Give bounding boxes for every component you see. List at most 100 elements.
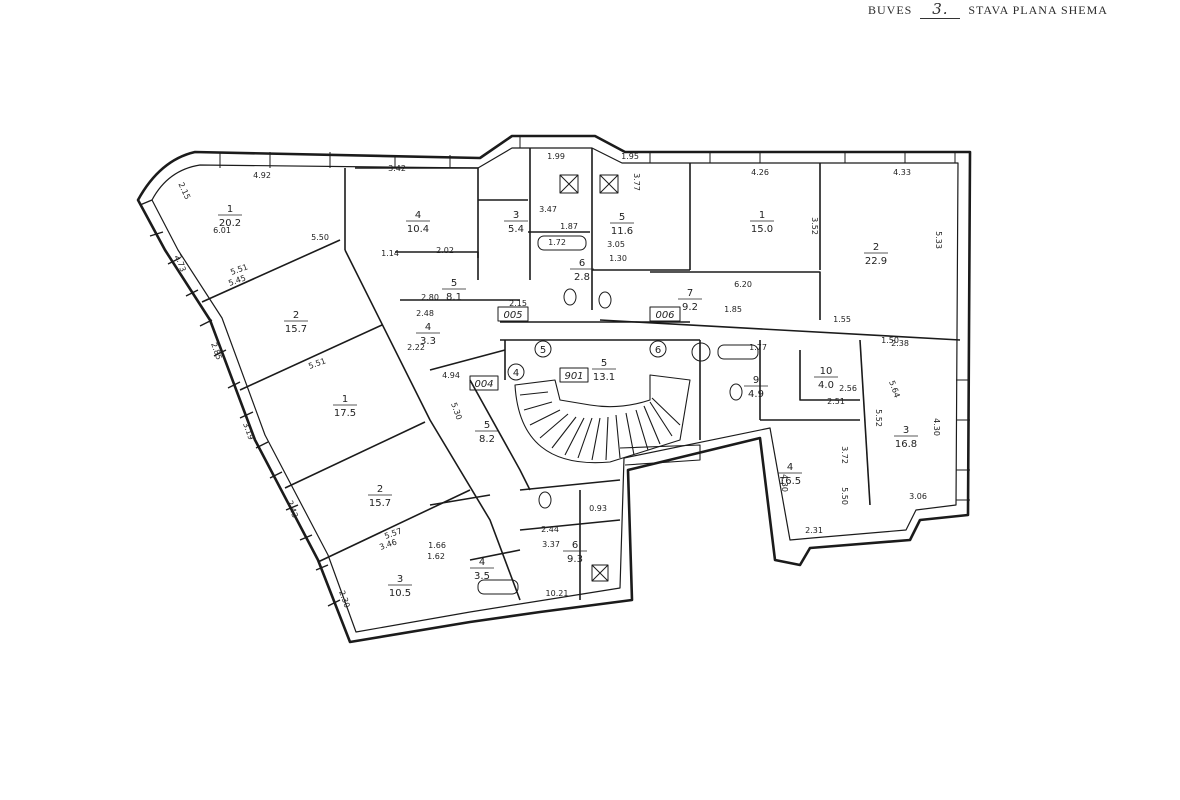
dimension-label: 2.31 (805, 526, 823, 535)
dimension-label: 3.47 (539, 205, 557, 214)
header-title: STAVA PLANA SHEMA (968, 3, 1108, 17)
dimension-label: 5.30 (449, 401, 464, 421)
dimension-label: 1.85 (724, 305, 742, 314)
dimension-label: 10.21 (546, 589, 569, 598)
room-label: 511.6 (610, 212, 634, 237)
dimension-label: 4.94 (442, 371, 460, 380)
dimension-label: 5.64 (887, 379, 902, 399)
room-label: 58.2 (475, 420, 499, 445)
room-number: 3 (903, 425, 909, 436)
room-number: 3 (513, 210, 519, 221)
dimension-label: 3.77 (632, 173, 641, 191)
room-labels: 120.2215.7117.5215.7310.543.5410.458.143… (218, 204, 918, 599)
dimension-label: 4.92 (253, 171, 271, 180)
header-prefix: BUVES (868, 3, 913, 17)
dimension-label: 1.72 (548, 238, 566, 247)
dimension-label: 3.05 (607, 240, 625, 249)
dimension-label: 1.30 (609, 254, 627, 263)
dimension-label: 1.14 (381, 249, 399, 258)
dimension-label: 2.22 (407, 343, 425, 352)
room-label: 104.0 (814, 366, 838, 391)
axis-marker: 5 (540, 345, 546, 356)
dimension-label: 2.44 (541, 525, 559, 534)
dimension-label: 6.20 (734, 280, 752, 289)
dimension-label: 2.80 (421, 293, 439, 302)
dimension-label: 1.77 (749, 343, 767, 352)
room-label: 94.9 (744, 375, 768, 400)
apartment-label: 006 (655, 310, 674, 321)
dimension-label: 4.30 (780, 474, 789, 492)
dimension-label: 1.87 (560, 222, 578, 231)
room-label: 215.7 (368, 484, 392, 509)
room-number: 4 (425, 322, 431, 333)
dimension-label: 4.33 (893, 168, 911, 177)
room-number: 5 (619, 212, 625, 223)
dimension-label: 2.30 (337, 589, 352, 609)
facade-windows (139, 199, 341, 607)
room-number: 5 (484, 420, 490, 431)
dimension-label: 2.51 (827, 397, 845, 406)
room-area: 15.7 (285, 324, 307, 335)
apartment-label: 005 (503, 310, 522, 321)
staircase (514, 374, 701, 466)
room-area: 5.4 (508, 224, 524, 235)
room-area: 17.5 (334, 408, 356, 419)
room-area: 20.2 (219, 218, 241, 229)
room-label: 62.8 (570, 258, 594, 283)
axis-marker-circle (534, 340, 552, 358)
room-number: 3 (397, 574, 403, 585)
dimension-label: 5.50 (840, 487, 849, 505)
room-number: 2 (377, 484, 383, 495)
apartment-box (469, 375, 499, 391)
room-number: 7 (687, 288, 693, 299)
apartment-box (559, 367, 589, 383)
room-area: 2.8 (574, 272, 590, 283)
room-label: 43.3 (416, 322, 440, 347)
apartment-box (497, 306, 529, 322)
dimension-label: 3.19 (241, 421, 256, 441)
room-area: 22.9 (865, 256, 887, 267)
apartment-label: 901 (564, 371, 583, 382)
axis-marker: 4 (513, 368, 519, 379)
room-area: 4.9 (748, 389, 764, 400)
room-number: 2 (873, 242, 879, 253)
room-label: 316.8 (894, 425, 918, 450)
dimension-label: 3.52 (810, 217, 819, 235)
dimension-label: 3.46 (378, 537, 398, 552)
dimension-label: 0.93 (589, 504, 607, 513)
dimension-label: 3.06 (909, 492, 927, 501)
dimension-label: 3.37 (542, 540, 560, 549)
dimension-label: 5.50 (311, 233, 329, 242)
sanitary-fixtures (477, 174, 759, 595)
room-area: 8.1 (446, 292, 462, 303)
room-area: 16.5 (779, 476, 801, 487)
room-area: 3.3 (420, 336, 436, 347)
room-number: 2 (293, 310, 299, 321)
dimension-label: 2.02 (436, 246, 454, 255)
dimension-label: 4.30 (932, 418, 941, 436)
room-label: 222.9 (864, 242, 888, 267)
room-label: 115.0 (750, 210, 774, 235)
room-label: 416.5 (778, 462, 802, 487)
apartment-box (649, 306, 681, 322)
room-label: 43.5 (470, 557, 494, 582)
axis-marker-circle (649, 340, 667, 358)
room-number: 4 (787, 462, 793, 473)
dimension-label: 2.48 (416, 309, 434, 318)
room-number: 9 (753, 375, 759, 386)
room-number: 6 (572, 540, 578, 551)
room-label: 79.2 (678, 288, 702, 313)
room-label: 310.5 (388, 574, 412, 599)
room-label: 117.5 (333, 394, 357, 419)
partition-walls (201, 148, 961, 601)
dimension-label: 5.52 (874, 409, 883, 427)
apartment-label: 004 (474, 379, 493, 390)
room-number: 5 (451, 278, 457, 289)
dimension-label: 2.85 (209, 341, 224, 361)
room-number: 1 (342, 394, 348, 405)
inner-wall-outline (151, 147, 959, 633)
room-label: 513.1 (592, 358, 616, 383)
room-label: 35.4 (504, 210, 528, 235)
axis-marker-circle (507, 363, 525, 381)
dimension-label: 2.73 (173, 253, 188, 273)
